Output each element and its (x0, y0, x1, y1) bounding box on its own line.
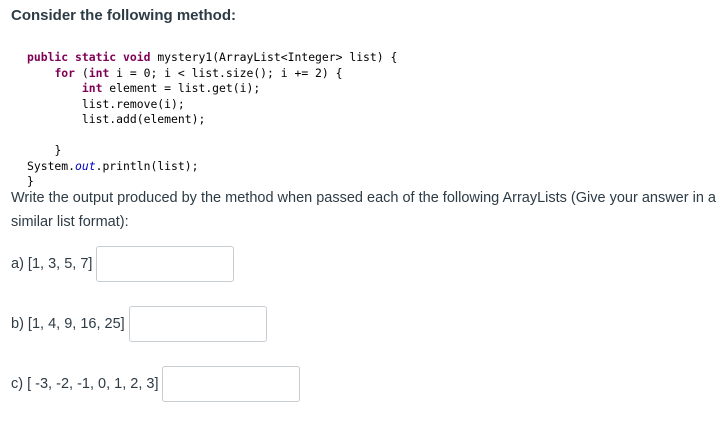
part-c: c) [ -3, -2, -1, 0, 1, 2, 3] (11, 366, 301, 402)
code-line: list.add(element); (81, 112, 206, 126)
part-b: b) [1, 4, 9, 16, 25] (11, 306, 267, 342)
part-c-label: c) [ -3, -2, -1, 0, 1, 2, 3] (11, 376, 159, 392)
part-a: a) [1, 3, 5, 7] (11, 246, 235, 282)
code-line: int element = list.get(i); (81, 81, 261, 95)
code-line: } (27, 174, 34, 188)
code-line (27, 128, 397, 144)
part-b-label: b) [1, 4, 9, 16, 25] (11, 316, 125, 332)
code-line: } (54, 143, 62, 157)
code-line: for (int i = 0; i < list.size(); i += 2)… (54, 65, 343, 80)
code-line: public static void mystery1(ArrayList<In… (27, 50, 398, 64)
part-b-answer-input[interactable] (128, 306, 267, 342)
question-text: Write the output produced by the method … (11, 190, 716, 230)
part-a-answer-input[interactable] (96, 246, 235, 282)
part-a-label: a) [1, 3, 5, 7] (11, 256, 93, 272)
code-line: list.remove(i); (81, 96, 185, 111)
part-c-answer-input[interactable] (162, 366, 301, 402)
code-block: public static void mystery1(ArrayList<In… (27, 50, 397, 190)
question-heading: Consider the following method: (11, 7, 236, 24)
code-line: System.out.println(list); (27, 158, 199, 173)
